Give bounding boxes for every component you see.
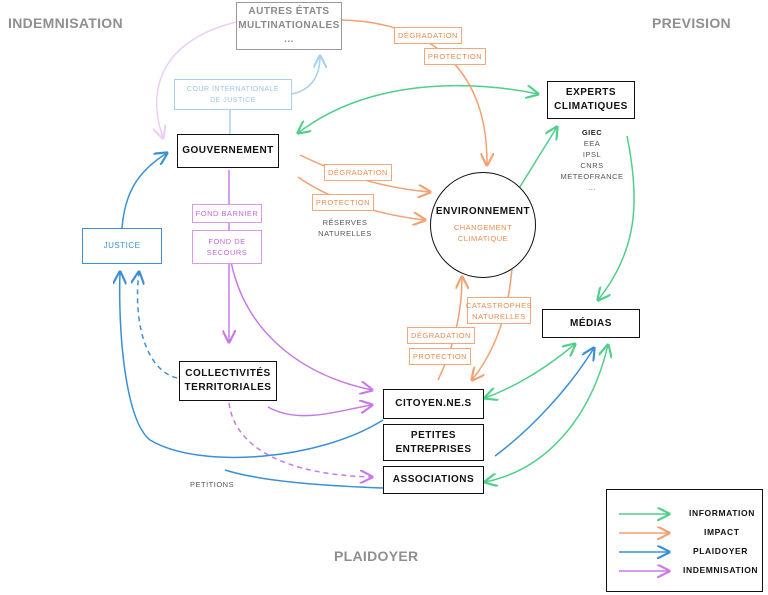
node-autres-etats-line1: AUTRES ÉTATS — [248, 6, 330, 17]
legend-item-plaidoyer: PLAIDOYER — [617, 545, 757, 559]
tag-fond-barnier: FOND BARNIER — [192, 204, 262, 223]
node-environnement-title: ENVIRONNEMENT — [435, 206, 531, 217]
node-experts-line2: CLIMATIQUES — [554, 101, 628, 112]
experts-list-item: ... — [588, 183, 596, 192]
tag-catastrophes-naturelles: CATASTROPHES NATURELLES — [465, 297, 533, 324]
legend-label-information: INFORMATION — [689, 508, 755, 518]
node-cour-internationale: COUR INTERNATIONALE DE JUSTICE — [174, 79, 292, 110]
arrow-medias-citoyens — [485, 344, 575, 398]
node-medias-label: MÉDIAS — [570, 317, 612, 329]
tag-protection-low: PROTECTION — [409, 348, 471, 365]
tag-protection-mid: PROTECTION — [312, 194, 374, 211]
legend-swatch-impact — [619, 526, 677, 540]
label-petitions: PETITIONS — [190, 480, 235, 489]
node-justice: JUSTICE — [82, 228, 162, 264]
node-medias: MÉDIAS — [542, 309, 640, 338]
node-experts-line1: EXPERTS — [565, 87, 617, 98]
node-autres-etats: AUTRES ÉTATS MULTINATIONALES ... — [236, 2, 342, 50]
tag-degradation-top: DÉGRADATION — [394, 27, 462, 44]
node-cour-line2: DE JUSTICE — [210, 96, 256, 104]
experts-list: GIEC EEA IPSL CNRS METEOFRANCE ... — [556, 127, 628, 193]
tag-protection-top: PROTECTION — [424, 48, 486, 65]
tag-fond-secours-line2: SECOURS — [206, 248, 248, 257]
corner-title-prevision: PREVISION — [652, 15, 731, 31]
node-collectivites-line1: COLLECTIVITÉS — [185, 368, 271, 379]
node-petites-line1: PETITES — [410, 429, 457, 441]
legend-item-indemnisation: INDEMNISATION — [617, 564, 759, 578]
arrow-medias-associations — [485, 345, 608, 482]
label-reserves-line2: NATURELLES — [318, 229, 372, 238]
line-associations-to-justice — [224, 469, 384, 489]
node-autres-etats-line3: ... — [284, 34, 294, 45]
arrow-environnement-to-citoyens — [472, 267, 513, 380]
tag-degradation-low: DÉGRADATION — [407, 327, 475, 344]
tag-degradation-mid: DÉGRADATION — [324, 164, 392, 181]
tag-fond-secours-line1: FOND DE — [208, 237, 246, 246]
arrow-cour-to-autres-etats — [291, 56, 320, 95]
arrow-collectivites-to-justice — [138, 272, 178, 379]
node-citoyens-label: CITOYEN.NE.S — [395, 398, 472, 409]
experts-list-item: METEOFRANCE — [560, 172, 624, 181]
node-citoyens: CITOYEN.NE.S — [383, 389, 484, 419]
arrow-autres-etats-to-gouvernement — [157, 21, 237, 138]
experts-list-item: GIEC — [581, 128, 603, 137]
node-justice-label: JUSTICE — [103, 241, 141, 250]
arrow-gouvernement-to-citoyens — [228, 249, 372, 390]
experts-list-item: CNRS — [580, 161, 604, 170]
node-gouvernement-label: GOUVERNEMENT — [182, 145, 274, 156]
node-collectivites-line2: TERRITORIALES — [184, 382, 272, 393]
corner-title-plaidoyer: PLAIDOYER — [334, 548, 419, 564]
node-experts-climatiques: EXPERTS CLIMATIQUES — [547, 81, 635, 119]
label-reserves-naturelles: RÉSERVES NATURELLES — [316, 217, 374, 239]
node-petites-line2: ENTREPRISES — [395, 443, 472, 455]
legend-swatch-information — [619, 507, 677, 521]
experts-list-item: EEA — [583, 139, 601, 148]
legend-item-impact: IMPACT — [617, 526, 757, 540]
legend-swatch-indemnisation — [619, 564, 677, 578]
node-autres-etats-line2: MULTINATIONALES — [238, 20, 340, 31]
legend: INFORMATION IMPACT PLAIDOYER INDEMNISATI… — [606, 489, 763, 592]
legend-label-impact: IMPACT — [704, 527, 740, 537]
node-associations: ASSOCIATIONS — [383, 466, 484, 494]
node-cour-line1: COUR INTERNATIONALE — [186, 85, 280, 93]
legend-label-plaidoyer: PLAIDOYER — [693, 546, 748, 556]
arrow-experts-to-medias — [598, 135, 635, 300]
tag-catastrophes-line1: CATASTROPHES — [465, 300, 533, 310]
arrow-collectivites-to-associations — [228, 402, 372, 477]
node-environnement: ENVIRONNEMENT CHANGEMENT CLIMATIQUE — [430, 172, 536, 278]
node-collectivites: COLLECTIVITÉS TERRITORIALES — [179, 361, 277, 401]
legend-label-indemnisation: INDEMNISATION — [683, 565, 759, 575]
arrow-citoyens-to-justice — [120, 272, 384, 459]
arrow-environnement-to-experts — [517, 127, 557, 191]
arrow-collectivites-to-citoyens — [267, 405, 372, 417]
experts-list-item: IPSL — [582, 150, 602, 159]
node-environnement-sub2: CLIMATIQUE — [457, 234, 509, 243]
corner-title-indemnisation: INDEMNISATION — [8, 15, 123, 31]
arrow-justice-to-gouvernement — [121, 153, 167, 229]
legend-swatch-plaidoyer — [619, 545, 677, 559]
node-environnement-sub1: CHANGEMENT — [453, 223, 513, 232]
node-gouvernement: GOUVERNEMENT — [177, 134, 279, 168]
node-petites-entreprises: PETITES ENTREPRISES — [383, 424, 484, 461]
tag-catastrophes-line2: NATURELLES — [472, 311, 526, 321]
node-associations-label: ASSOCIATIONS — [392, 474, 475, 485]
arrow-experts-gouvernement — [298, 84, 538, 133]
tag-fond-de-secours: FOND DE SECOURS — [192, 230, 262, 264]
arrow-associations-to-medias — [494, 348, 594, 457]
legend-item-information: INFORMATION — [617, 507, 757, 521]
label-reserves-line1: RÉSERVES — [322, 218, 368, 227]
